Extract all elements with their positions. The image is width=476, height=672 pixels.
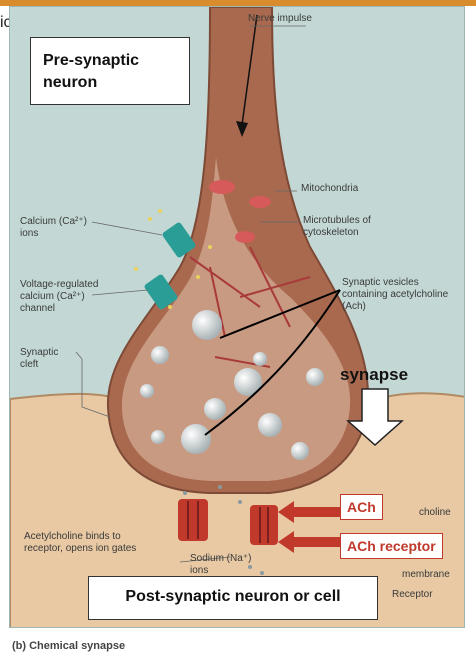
label-nerve-impulse: Nerve impulse [248, 13, 328, 25]
callout-post-synaptic-cell: Post-synaptic neuron or cell [88, 576, 378, 620]
synapse-figure-panel: Nerve impulse Mitochondria Microtubules … [9, 6, 465, 628]
callout-ach: ACh [340, 494, 383, 520]
callout-synapse: synapse [340, 365, 408, 385]
label-synaptic-vesicles: Synaptic vesicles containing acetylcholi… [342, 277, 454, 313]
label-calcium-ions: Calcium (Ca²⁺) ions [20, 216, 92, 240]
callout-pre-synaptic-neuron: Pre-synaptic neuron [30, 37, 190, 105]
label-sodium-ions: Sodium (Na⁺) ions [190, 553, 254, 577]
label-membrane-partial: membrane [402, 569, 462, 581]
label-synaptic-cleft: Synaptic cleft [20, 347, 76, 371]
label-acetylcholine-partial: choline [419, 507, 465, 519]
label-ach-binds: Acetylcholine binds to receptor, opens i… [24, 531, 148, 555]
figure-caption: (b) Chemical synapse [12, 640, 125, 652]
label-mitochondria: Mitochondria [301, 183, 381, 195]
callout-ach-receptor: ACh receptor [340, 533, 443, 559]
label-calcium-channel: Voltage-regulated calcium (Ca²⁺) channel [20, 279, 112, 315]
label-microtubules: Microtubules of cytoskeleton [303, 215, 383, 239]
label-receptor-partial: Receptor [392, 589, 452, 601]
